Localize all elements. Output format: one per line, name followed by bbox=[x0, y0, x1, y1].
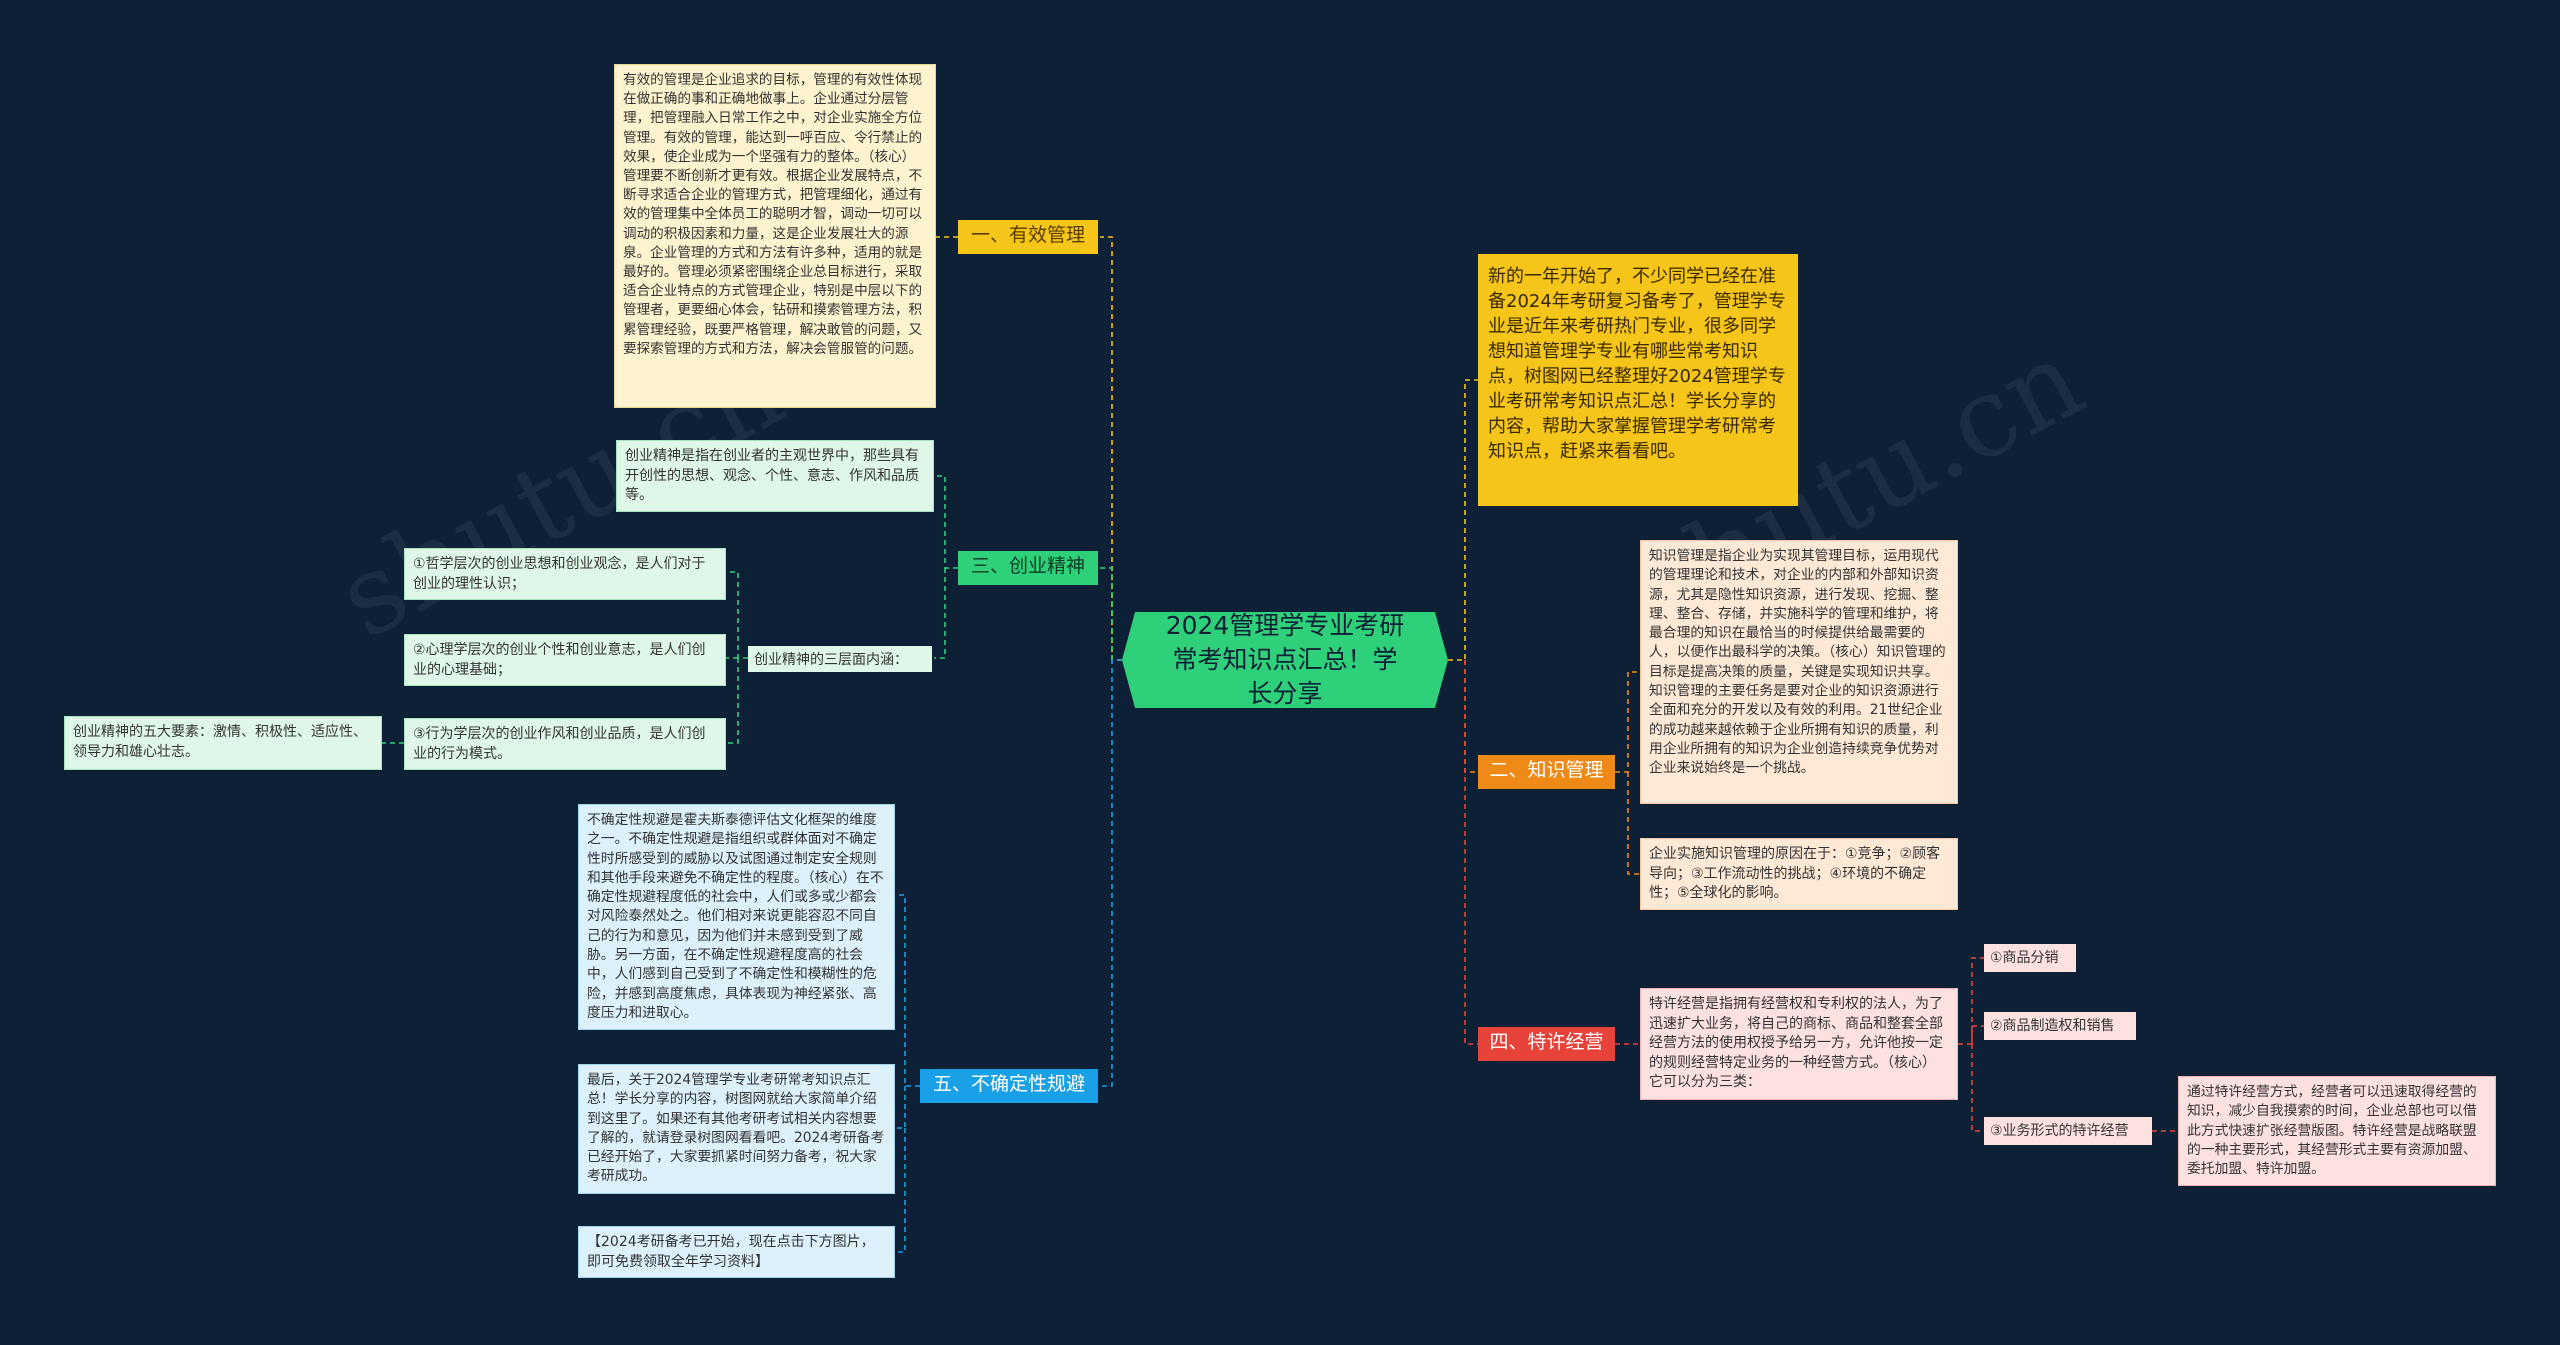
branch-franchise[interactable]: 四、特许经营 bbox=[1478, 1027, 1615, 1061]
root-topic[interactable]: 2024管理学专业考研常考知识点汇总！学长分享 bbox=[1122, 612, 1448, 708]
branch-uncertainty-avoidance[interactable]: 五、不确定性规避 bbox=[920, 1069, 1098, 1103]
link-ent-levels bbox=[934, 568, 946, 659]
link-root-green bbox=[1098, 567, 1113, 660]
entrepreneurship-three-levels: 创业精神的三层面内涵： bbox=[748, 646, 932, 672]
link-root-right bbox=[1448, 379, 1478, 661]
franchise-type-2: ②商品制造权和销售 bbox=[1984, 1012, 2136, 1040]
entrepreneurship-five-elements: 创业精神的五大要素：激情、积极性、适应性、领导力和雄心壮志。 bbox=[64, 716, 382, 770]
franchise-type-1: ①商品分销 bbox=[1984, 944, 2076, 972]
entrepreneurship-level-2: ②心理学层次的创业个性和创业意志，是人们创业的心理基础； bbox=[404, 634, 726, 686]
link-know-reasons bbox=[1627, 772, 1640, 875]
branch-effective-management[interactable]: 一、有效管理 bbox=[958, 220, 1098, 254]
study-material-promo[interactable]: 【2024考研备考已开始，现在点击下方图片，即可免费领取全年学习资料】 bbox=[578, 1226, 895, 1278]
link-root-blue bbox=[1098, 659, 1122, 1087]
branch-knowledge-management[interactable]: 二、知识管理 bbox=[1478, 755, 1615, 789]
uncertainty-avoidance-text: 不确定性规避是霍夫斯泰德评估文化框架的维度之一。不确定性规避是指组织或群体面对不… bbox=[578, 804, 895, 1030]
link-know-text bbox=[1615, 671, 1640, 773]
franchise-type-3-detail: 通过特许经营方式，经营者可以迅速取得经营的知识，减少自我摸索的时间，企业总部也可… bbox=[2178, 1076, 2496, 1186]
link-root-left bbox=[1100, 236, 1122, 661]
entrepreneurship-level-3: ③行为学层次的创业作风和创业品质，是人们创业的行为模式。 bbox=[404, 718, 726, 770]
franchise-text: 特许经营是指拥有经营权和专利权的法人，为了迅速扩大业务，将自己的商标、商品和整套… bbox=[1640, 988, 1958, 1100]
link-root-red bbox=[1464, 660, 1478, 1045]
link-ent-def bbox=[934, 475, 958, 569]
effective-management-text: 有效的管理是企业追求的目标，管理的有效性体现在做正确的事和正确地做事上。企业通过… bbox=[614, 64, 936, 408]
branch-entrepreneurship[interactable]: 三、创业精神 bbox=[958, 551, 1098, 585]
link-unc-closing bbox=[895, 1086, 906, 1129]
intro-text: 新的一年开始了，不少同学已经在准备2024年考研复习备考了，管理学专业是近年来考… bbox=[1478, 254, 1798, 506]
entrepreneurship-level-1: ①哲学层次的创业思想和创业观念，是人们对于创业的理性认识； bbox=[404, 548, 726, 600]
link-unc-promo bbox=[895, 1128, 906, 1253]
closing-summary: 最后，关于2024管理学专业考研常考知识点汇总！学长分享的内容，树图网就给大家简… bbox=[578, 1064, 895, 1194]
link-root-orange bbox=[1464, 660, 1478, 773]
link-unc-text bbox=[895, 894, 920, 1087]
link-levels-children bbox=[726, 571, 748, 744]
link-fr-types bbox=[1958, 957, 1984, 1132]
franchise-type-3: ③业务形式的特许经营 bbox=[1984, 1117, 2152, 1145]
knowledge-management-text: 知识管理是指企业为实现其管理目标，运用现代的管理理论和技术，对企业的内部和外部知… bbox=[1640, 540, 1958, 804]
knowledge-management-reasons: 企业实施知识管理的原因在于：①竞争；②顾客导向；③工作流动性的挑战；④环境的不确… bbox=[1640, 838, 1958, 910]
entrepreneurship-definition: 创业精神是指在创业者的主观世界中，那些具有开创性的思想、观念、个性、意志、作风和… bbox=[616, 440, 934, 512]
